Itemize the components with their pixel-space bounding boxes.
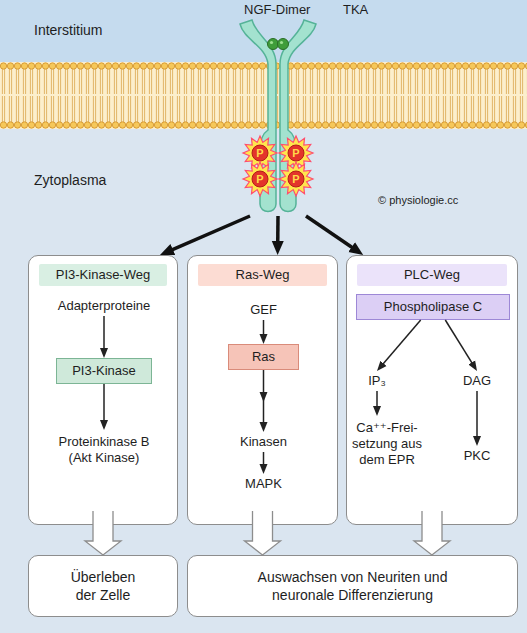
outcome-box: Überleben der Zelle xyxy=(28,555,178,617)
step-text: DAG xyxy=(463,373,491,389)
protein-label: NGF-Dimer xyxy=(244,2,310,18)
pathway-step: DAG xyxy=(452,371,502,391)
panel-heading: Ras-Weg xyxy=(198,264,327,286)
step-text: MAPK xyxy=(245,476,282,492)
step-text: Phospholipase C xyxy=(384,299,482,315)
phosphate-circle: P xyxy=(252,171,268,187)
pathway-step: PKC xyxy=(452,446,502,466)
step-text: IP₃ xyxy=(368,373,386,389)
pathway-step: Ca⁺⁺-Frei- setzung aus dem EPR xyxy=(347,416,427,472)
pathway-step: Proteinkinase B (Akt Kinase) xyxy=(49,430,159,470)
step-text: PI3-Kinase xyxy=(72,363,136,379)
phosphate-circle: P xyxy=(288,171,304,187)
pathway-step: MAPK xyxy=(213,474,314,494)
molecule-box: Ras xyxy=(228,344,299,370)
signal-arrow xyxy=(276,216,280,247)
step-text: GEF xyxy=(250,302,277,318)
outcome-text: Überleben der Zelle xyxy=(59,568,147,604)
phosphate-disc xyxy=(252,145,268,161)
phosphate-disc xyxy=(288,145,304,161)
copyright-note: © physiologie.cc xyxy=(378,192,458,208)
burst-star xyxy=(279,162,313,196)
pathway-step: Kinasen xyxy=(213,432,314,452)
outcome-text: Auswachsen von Neuriten und neuronale Di… xyxy=(248,568,457,604)
ngf-highlight xyxy=(270,41,273,44)
step-text: PKC xyxy=(464,448,491,464)
pathway-step: GEF xyxy=(228,300,299,320)
receptor-protein: TKAPPPP xyxy=(238,18,318,216)
phosphate-letter: P xyxy=(252,171,268,187)
pathway-panel: PLC-WegPhospholipase C IP₃ DAG Ca⁺⁺-Frei- s… xyxy=(346,255,518,525)
pathway-panel: PI3-Kinase-WegAdapterproteinePI3-KinaseP… xyxy=(28,255,178,525)
ngf-highlight xyxy=(280,41,283,44)
signal-arrow xyxy=(306,216,357,251)
pathway-step: IP₃ xyxy=(355,371,399,391)
panel-heading: PI3-Kinase-Weg xyxy=(39,264,167,286)
phosphate-letter: P xyxy=(252,145,268,161)
phosphate-circle: P xyxy=(252,145,268,161)
step-text: Adapterproteine xyxy=(58,298,151,314)
ngf-monomer xyxy=(268,39,279,50)
pathway-panel: Ras-WegGEF RasKinasenMAPK xyxy=(187,255,338,525)
panel-heading: PLC-Weg xyxy=(357,264,507,286)
region-label: Zytoplasma xyxy=(34,172,106,188)
lipid-leaflet xyxy=(0,62,527,96)
phosphate-letter: P xyxy=(288,145,304,161)
region-label: Interstitium xyxy=(34,22,102,38)
pathway-step: Adapterproteine xyxy=(39,296,169,316)
molecule-box: PI3-Kinase xyxy=(56,358,152,384)
step-text: Ras xyxy=(252,349,275,365)
signal-arrow xyxy=(167,216,250,252)
burst-star xyxy=(243,162,277,196)
step-text: Ca⁺⁺-Frei- setzung aus dem EPR xyxy=(347,420,427,468)
phosphate-circle: P xyxy=(288,145,304,161)
step-text: Proteinkinase B (Akt Kinase) xyxy=(49,434,159,466)
step-text: Kinasen xyxy=(240,434,287,450)
membrane-core xyxy=(0,62,527,129)
outcome-box: Auswachsen von Neuriten und neuronale Di… xyxy=(187,555,518,617)
phosphate-letter: P xyxy=(288,171,304,187)
lipid-leaflet xyxy=(0,95,527,129)
receptor-label: TKA xyxy=(343,2,368,18)
ngf-monomer xyxy=(278,39,289,50)
molecule-box: Phospholipase C xyxy=(356,294,510,320)
phosphate-disc xyxy=(252,171,268,187)
phosphate-disc xyxy=(288,171,304,187)
